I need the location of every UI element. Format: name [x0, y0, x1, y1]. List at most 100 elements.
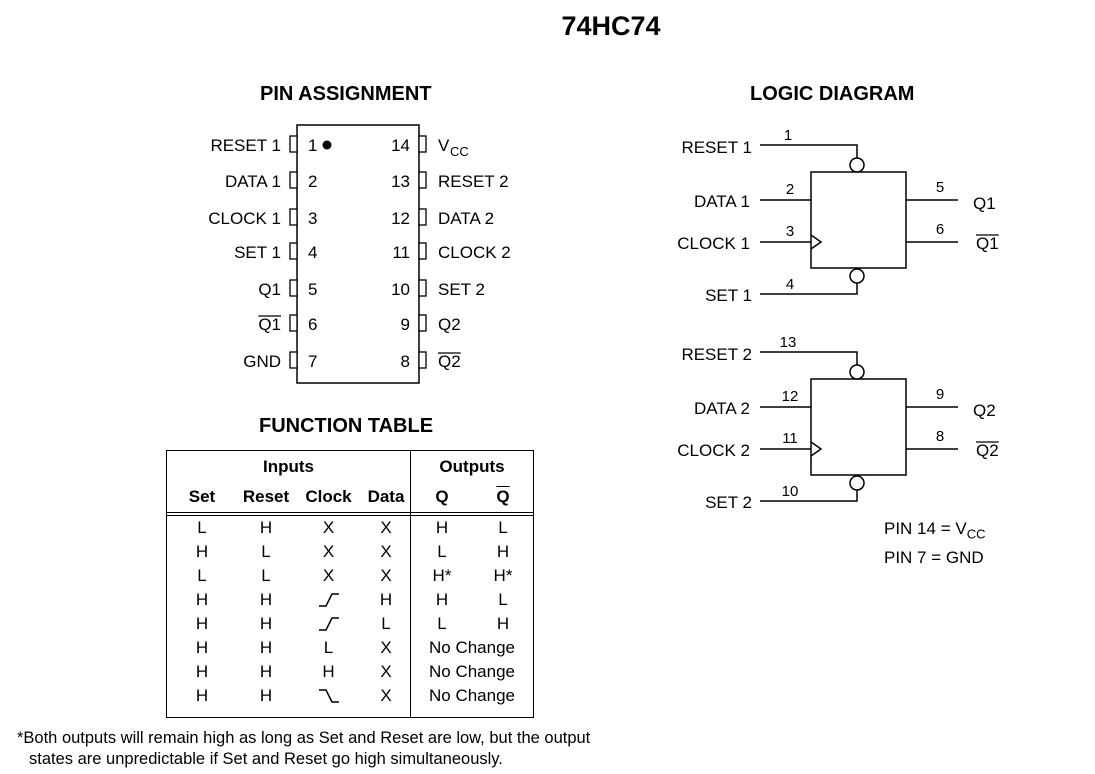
- pin-number: 12: [391, 209, 410, 228]
- qbar-label: Q1: [976, 234, 999, 253]
- clock-cell: X: [322, 541, 335, 561]
- rising-edge-icon: [318, 617, 339, 631]
- reset-cell: L: [261, 565, 271, 585]
- falling-edge-icon: [318, 689, 339, 703]
- qbar-pin-number: 8: [936, 428, 944, 445]
- pin-label: Q2: [438, 352, 461, 371]
- set-wire: [760, 283, 858, 295]
- footnote-line-1: *Both outputs will remain high as long a…: [17, 729, 591, 747]
- outputs-header: Outputs: [439, 456, 505, 476]
- pin-label: DATA 1: [225, 172, 281, 191]
- reset-cell: H: [259, 589, 273, 609]
- set-pin-number: 10: [782, 483, 799, 500]
- data-cell: X: [362, 683, 411, 708]
- q-cell: L: [437, 613, 447, 633]
- set-cell: H: [195, 589, 209, 609]
- table-row: H H X No Change: [167, 683, 534, 708]
- output-cell: No Change: [428, 685, 515, 705]
- pin-number: 13: [391, 172, 410, 191]
- set-bubble: [849, 475, 865, 491]
- set-cell: L: [197, 517, 207, 537]
- page-title: 74HC74: [561, 11, 661, 41]
- clock-cell: H: [322, 661, 335, 681]
- column-header: Q: [496, 487, 510, 507]
- data-label: DATA 1: [694, 192, 750, 211]
- pin-label: Q1: [258, 315, 281, 334]
- pin-tab-left: [289, 171, 298, 189]
- q-cell: H: [435, 517, 449, 537]
- pin-label: Q1: [258, 280, 281, 299]
- reset-cell: L: [261, 541, 271, 561]
- qbar-cell: H: [496, 613, 510, 633]
- flip-flop-box: [810, 171, 907, 269]
- pin-number: 7: [308, 352, 317, 371]
- qbar-cell: L: [498, 517, 508, 537]
- pin-label: SET 2: [438, 280, 485, 299]
- clock-cell: X: [322, 565, 335, 585]
- gnd-note: PIN 7 = GND: [884, 548, 984, 568]
- pin-number: 5: [308, 280, 317, 299]
- clock-cell: L: [323, 637, 334, 657]
- pin-label: DATA 2: [438, 209, 494, 228]
- clock-label: CLOCK 2: [677, 441, 750, 460]
- pin-number: 10: [391, 280, 410, 299]
- data-label: DATA 2: [694, 399, 750, 418]
- qbar-cell: L: [498, 589, 508, 609]
- vcc-note: PIN 14 = VCC: [884, 519, 986, 542]
- q-pin-number: 5: [936, 179, 944, 196]
- qbar-pin-number: 6: [936, 221, 944, 238]
- clock-triangle-icon: [810, 441, 823, 457]
- data-cell: X: [362, 515, 411, 540]
- set-cell: L: [197, 565, 207, 585]
- column-header: Clock: [305, 487, 352, 507]
- footnote: *Both outputs will remain high as long a…: [17, 728, 590, 770]
- footnote-line-2: states are unpredictable if Set and Rese…: [29, 750, 503, 768]
- column-header: Reset: [242, 487, 290, 507]
- clock-label: CLOCK 1: [677, 234, 750, 253]
- reset-wire: [760, 144, 858, 158]
- reset-cell: H: [259, 685, 273, 705]
- pin-notes: PIN 14 = VCC PIN 7 = GND: [884, 517, 985, 570]
- reset-pin-number: 13: [780, 334, 797, 351]
- data-cell: H: [362, 587, 411, 612]
- set-bubble: [849, 268, 865, 284]
- q-cell: H*: [432, 565, 452, 585]
- q-cell: L: [437, 541, 447, 561]
- set-cell: H: [195, 613, 209, 633]
- pin-label: Q2: [438, 315, 461, 334]
- data-pin-number: 12: [782, 388, 799, 405]
- reset-bubble: [849, 364, 865, 380]
- pin-number: 14: [391, 136, 410, 155]
- set-cell: H: [195, 661, 209, 681]
- pin-tab-left: [289, 314, 298, 332]
- column-header: Set: [188, 487, 216, 507]
- pin-tab-left: [289, 208, 298, 226]
- q-cell: H: [435, 589, 449, 609]
- clock-pin-number: 11: [782, 430, 798, 447]
- pin-label: CLOCK 1: [208, 209, 281, 228]
- set-cell: H: [195, 685, 209, 705]
- data-cell: X: [362, 539, 411, 564]
- clock-pin-number: 3: [786, 223, 794, 240]
- reset-label: RESET 1: [681, 138, 752, 157]
- clock-cell: X: [322, 517, 335, 537]
- set-label: SET 1: [705, 286, 752, 305]
- reset-bubble: [849, 157, 865, 173]
- reset-wire: [760, 351, 858, 365]
- pin-label: RESET 1: [210, 136, 281, 155]
- function-table-heading: FUNCTION TABLE: [259, 415, 434, 437]
- pin-label: V: [438, 136, 450, 155]
- data-cell: L: [362, 611, 411, 636]
- data-cell: X: [362, 563, 411, 588]
- reset-label: RESET 2: [681, 345, 752, 364]
- pin-number: 4: [308, 243, 317, 262]
- pin-number: 8: [401, 352, 410, 371]
